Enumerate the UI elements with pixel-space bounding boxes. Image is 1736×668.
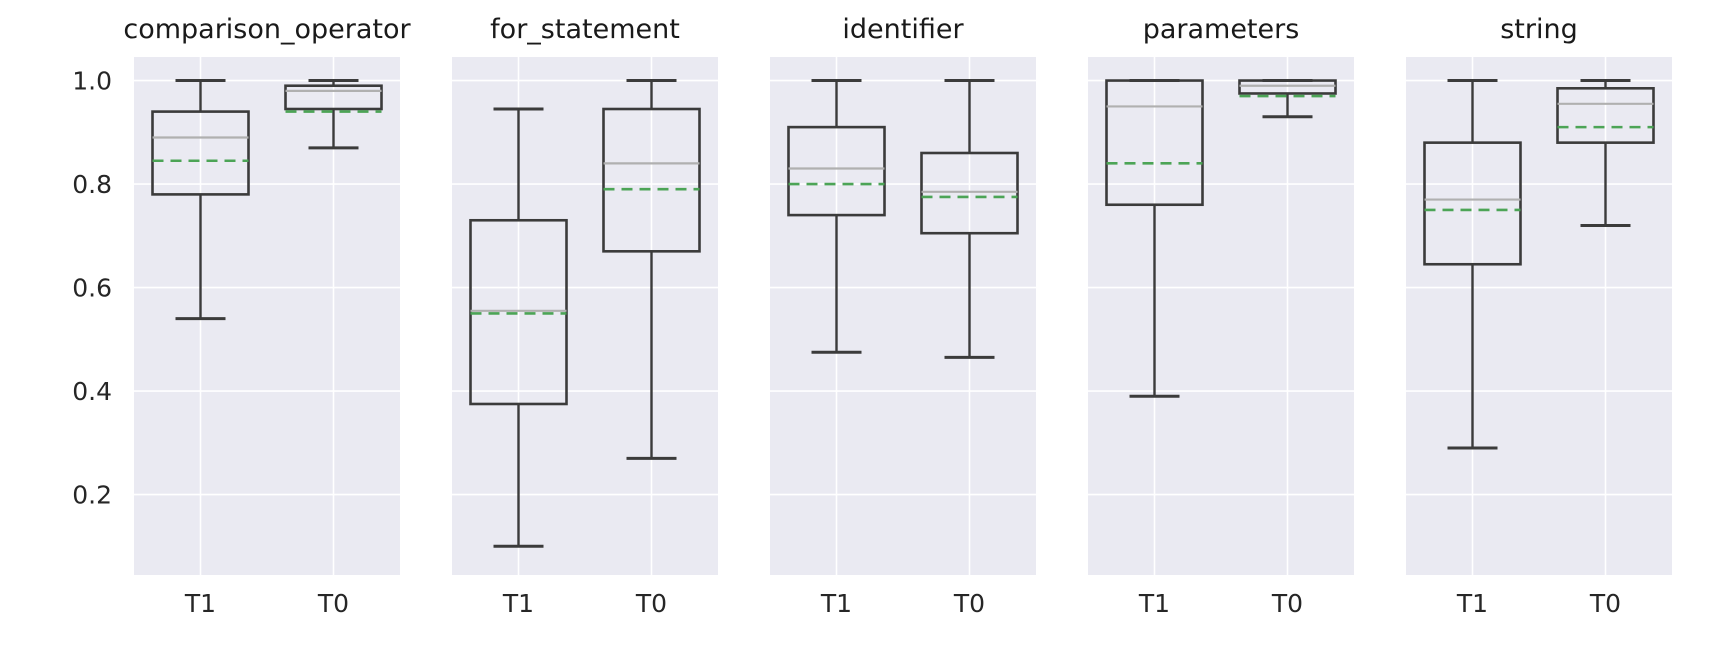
x-category-label: T0 xyxy=(317,589,349,618)
x-category-label: T1 xyxy=(1456,589,1488,618)
panel-title: string xyxy=(1500,14,1578,45)
iqr-box xyxy=(920,151,1019,235)
box-T0: T0 xyxy=(1556,79,1655,618)
plot-background xyxy=(134,57,400,576)
x-category-label: T1 xyxy=(1138,589,1170,618)
box-T1: T1 xyxy=(1423,79,1522,618)
x-category-label: T1 xyxy=(502,589,534,618)
box-T1: T1 xyxy=(469,107,568,618)
box-T0: T0 xyxy=(602,79,701,618)
panel-title: comparison_operator xyxy=(123,14,411,45)
x-category-label: T1 xyxy=(184,589,216,618)
y-tick-label: 0.4 xyxy=(72,377,112,406)
box-T1: T1 xyxy=(151,79,250,618)
panel-title: parameters xyxy=(1143,14,1300,45)
plot-background xyxy=(770,57,1036,576)
box-T0: T0 xyxy=(920,79,1019,618)
iqr-box xyxy=(1238,79,1337,95)
panel-title: for_statement xyxy=(490,14,680,45)
plot-background xyxy=(1088,57,1354,576)
box-T0: T0 xyxy=(284,79,383,618)
box-T1: T1 xyxy=(787,79,886,618)
y-tick-label: 0.2 xyxy=(72,481,112,510)
plot-background xyxy=(452,57,718,576)
plot-background xyxy=(1406,57,1672,576)
y-tick-label: 1.0 xyxy=(72,67,112,96)
x-category-label: T0 xyxy=(953,589,985,618)
x-category-label: T0 xyxy=(1271,589,1303,618)
x-category-label: T0 xyxy=(1589,589,1621,618)
box-T0: T0 xyxy=(1238,79,1337,618)
iqr-box xyxy=(284,84,383,111)
iqr-box xyxy=(1423,141,1522,266)
iqr-box xyxy=(1556,87,1655,144)
box-T1: T1 xyxy=(1105,79,1204,618)
y-tick-label: 0.6 xyxy=(72,274,112,303)
y-tick-label: 0.8 xyxy=(72,170,112,199)
iqr-box xyxy=(151,110,250,196)
iqr-box xyxy=(602,107,701,253)
iqr-box xyxy=(787,125,886,217)
iqr-box xyxy=(1105,79,1204,207)
x-category-label: T1 xyxy=(820,589,852,618)
x-category-label: T0 xyxy=(635,589,667,618)
panel-title: identifier xyxy=(842,14,964,45)
